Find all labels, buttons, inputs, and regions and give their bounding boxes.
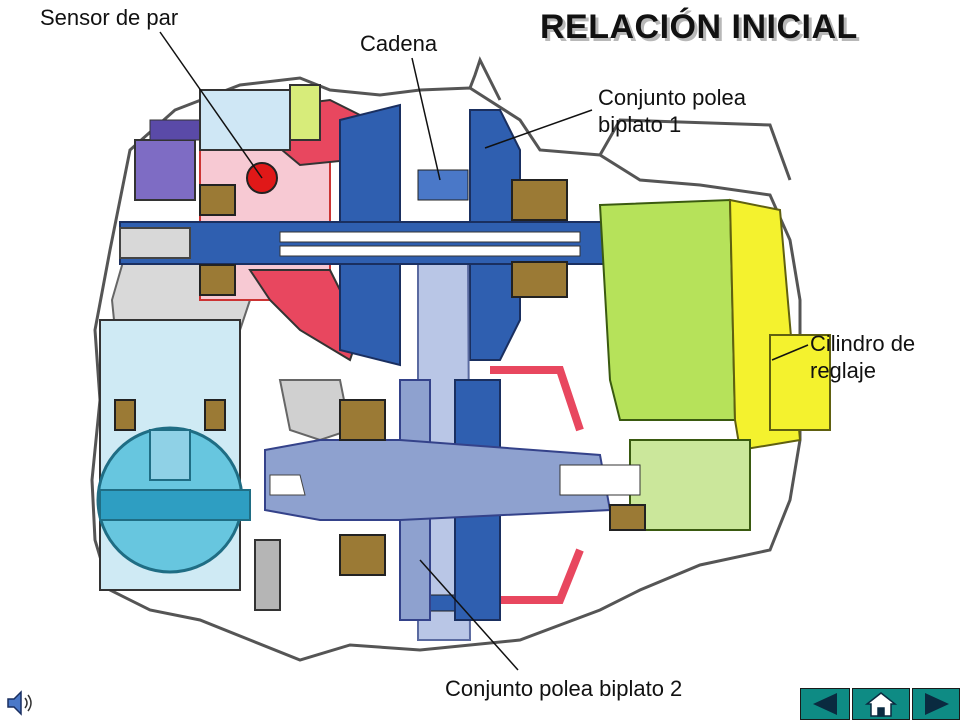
leader-lines	[159, 31, 809, 671]
label-chain: Cadena	[360, 31, 438, 56]
label-adjustment-cylinder: Cilindro de reglaje	[810, 330, 960, 384]
triangle-left-icon	[813, 693, 837, 715]
home-button[interactable]	[852, 688, 910, 720]
adjustment-cylinder	[598, 198, 831, 531]
input-shaft	[119, 221, 611, 265]
input-clutch-stack	[134, 84, 321, 201]
bearings-lower	[339, 399, 646, 576]
home-icon	[864, 692, 898, 717]
triangle-right-icon	[925, 693, 949, 715]
bearings-upper	[199, 179, 568, 298]
output-shaft	[264, 439, 641, 521]
speaker-icon[interactable]	[4, 688, 38, 718]
label-pulley-assembly-1: Conjunto polea biplato 1	[598, 84, 818, 138]
label-pulley-1-line2: biplato 1	[598, 112, 682, 137]
next-slide-button[interactable]	[912, 688, 960, 720]
label-cylinder-line2: reglaje	[810, 358, 877, 383]
housing-fill-lower	[278, 379, 352, 442]
label-cylinder-line1: Cilindro de	[810, 331, 916, 356]
slide-title: RELACIÓN INICIAL	[540, 8, 858, 46]
differential	[96, 319, 281, 611]
pulley-2-hydraulics	[490, 366, 584, 604]
label-pulley-assembly-2: Conjunto polea biplato 2	[445, 676, 683, 701]
label-torque-sensor: Sensor de par	[40, 5, 179, 30]
gearbox-housing	[90, 56, 802, 662]
label-pulley-1-line1: Conjunto polea	[598, 85, 747, 110]
previous-slide-button[interactable]	[800, 688, 850, 720]
